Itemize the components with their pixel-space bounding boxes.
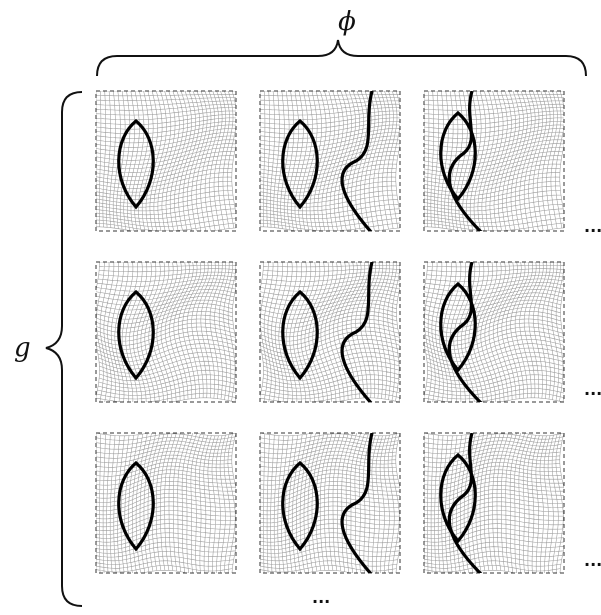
row-ellipsis-3: ...	[584, 551, 601, 570]
open-curve	[447, 91, 483, 231]
cell-r2-c1	[95, 261, 237, 403]
row-ellipsis-1: ...	[584, 217, 601, 236]
closed-curve	[281, 289, 319, 381]
dashed-frame	[259, 261, 401, 403]
cell-r3-c3	[423, 432, 565, 574]
open-curve	[340, 433, 374, 573]
warped-grid	[260, 91, 400, 231]
left-brace	[45, 91, 83, 607]
cell-r3-c2	[259, 432, 401, 574]
closed-curve	[117, 460, 155, 552]
cell-r3-c1	[95, 432, 237, 574]
warped-grid	[424, 262, 564, 402]
phi-label: ϕ	[338, 7, 356, 37]
warped-grid	[96, 262, 236, 402]
dashed-frame	[423, 261, 565, 403]
warped-grid	[424, 91, 564, 231]
dashed-frame	[259, 432, 401, 574]
closed-curve	[281, 460, 319, 552]
dashed-frame	[95, 261, 237, 403]
open-curve	[340, 262, 374, 402]
row-ellipsis-2: ...	[584, 380, 601, 399]
cell-r1-c2	[259, 90, 401, 232]
warped-grid	[424, 433, 564, 573]
warped-grid	[96, 91, 236, 231]
cell-r2-c2	[259, 261, 401, 403]
closed-curve	[281, 118, 319, 210]
dashed-frame	[423, 432, 565, 574]
cell-r1-c1	[95, 90, 237, 232]
open-curve	[447, 433, 483, 573]
open-curve	[447, 262, 483, 402]
dashed-frame	[259, 90, 401, 232]
dashed-frame	[95, 432, 237, 574]
dashed-frame	[423, 90, 565, 232]
bottom-ellipsis: ...	[312, 588, 330, 607]
cell-r2-c3	[423, 261, 565, 403]
g-label: g	[14, 333, 31, 363]
top-brace	[96, 39, 587, 77]
closed-curve	[117, 289, 155, 381]
open-curve	[340, 91, 374, 231]
dashed-frame	[95, 90, 237, 232]
closed-curve	[117, 118, 155, 210]
cell-r1-c3	[423, 90, 565, 232]
warped-grid	[260, 262, 400, 402]
